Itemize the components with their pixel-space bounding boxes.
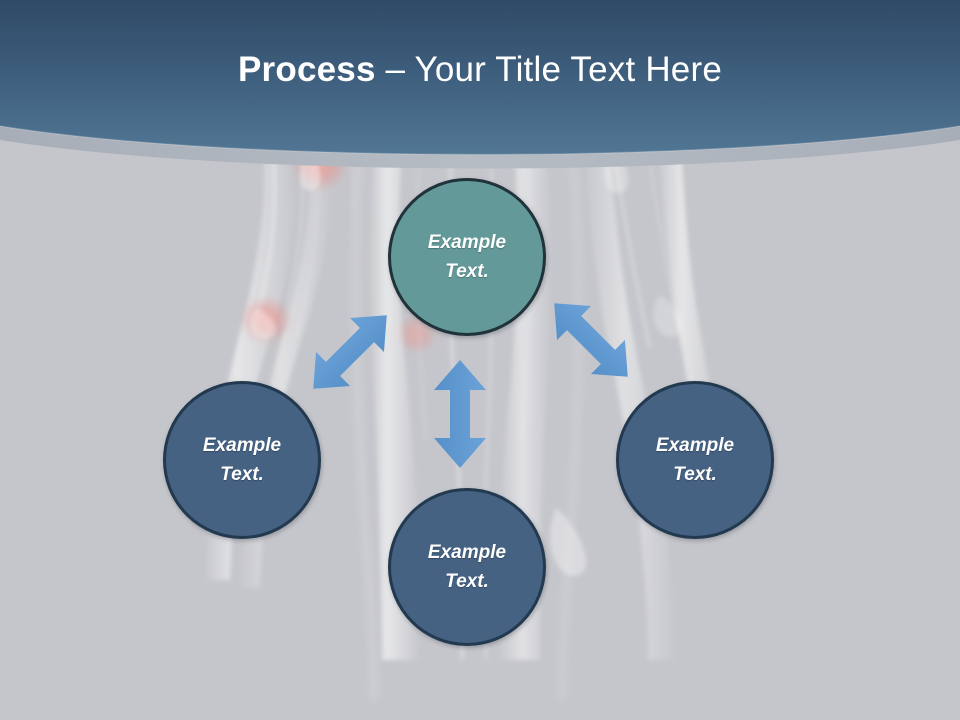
process-node-top[interactable]: Example Text. xyxy=(388,178,546,336)
page-title-strong: Process xyxy=(238,50,376,89)
process-node-top-line1: Example xyxy=(427,232,507,253)
process-node-left-line1: Example xyxy=(202,435,282,456)
process-node-top-line2: Text. xyxy=(445,261,489,282)
header-banner xyxy=(0,0,960,175)
process-node-bottom-line1: Example xyxy=(427,542,507,563)
process-node-left-line2: Text. xyxy=(220,464,264,485)
connector-vertical-arrow xyxy=(434,360,486,468)
process-node-bottom-line2: Text. xyxy=(445,571,489,592)
process-node-bottom[interactable]: Example Text. xyxy=(388,488,546,646)
process-node-right-line1: Example xyxy=(655,435,735,456)
page-title: Process – Your Title Text Here xyxy=(0,48,960,92)
connector-top-right-arrow xyxy=(554,296,628,377)
process-node-bottom-label: Example Text. xyxy=(428,538,506,596)
process-node-left-label: Example Text. xyxy=(203,431,281,489)
process-node-right[interactable]: Example Text. xyxy=(616,381,774,539)
process-node-right-line2: Text. xyxy=(673,464,717,485)
process-node-right-label: Example Text. xyxy=(656,431,734,489)
process-node-top-label: Example Text. xyxy=(428,228,506,286)
connector-top-left-arrow xyxy=(306,315,387,389)
process-node-left[interactable]: Example Text. xyxy=(163,381,321,539)
page-title-rest: – Your Title Text Here xyxy=(375,50,722,89)
